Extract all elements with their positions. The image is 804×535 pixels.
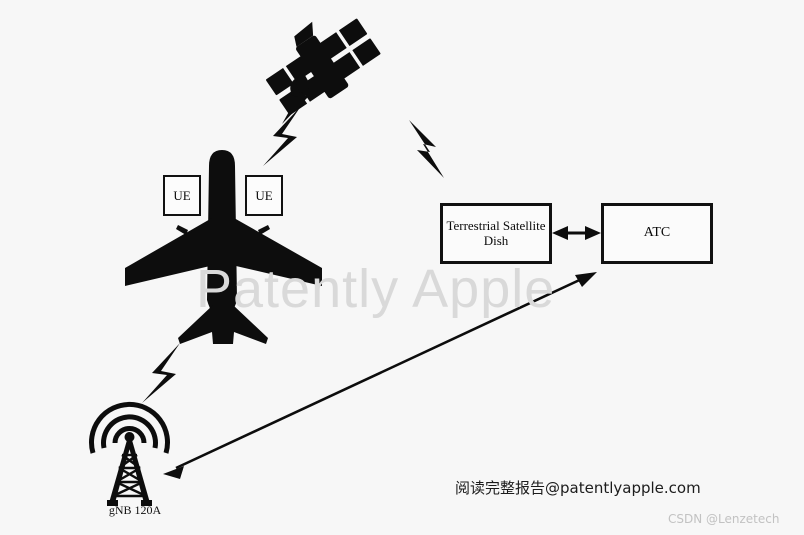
ue-left-label: UE <box>173 187 191 203</box>
csdn-watermark: CSDN @Lenzetech <box>668 512 780 526</box>
promo-watermark: 阅读完整报告@patentlyapple.com <box>455 479 701 497</box>
satellite-icon <box>266 18 381 124</box>
airplane-icon <box>125 150 322 344</box>
lightning-bolt-icon-aircraft-gnb <box>142 343 180 403</box>
atc-label: ATC <box>643 225 671 241</box>
double-arrow-icon-dish-atc <box>552 226 601 240</box>
terrestrial-satellite-dish-box: Terrestrial Satellite Dish <box>440 203 552 264</box>
ue-right-label: UE <box>255 187 273 203</box>
atc-box: ATC <box>601 203 713 264</box>
cell-tower-icon <box>89 401 170 506</box>
gnb-label: gNB 120A <box>108 503 162 517</box>
ue-box-left: UE <box>163 175 201 216</box>
lightning-bolt-icon-sat-dish <box>409 120 444 178</box>
terrestrial-satellite-dish-label: Terrestrial Satellite Dish <box>446 217 546 248</box>
lightning-bolt-icon-sat-aircraft <box>263 106 301 166</box>
double-arrow-icon-gnb-atc <box>163 272 597 479</box>
ue-box-right: UE <box>245 175 283 216</box>
